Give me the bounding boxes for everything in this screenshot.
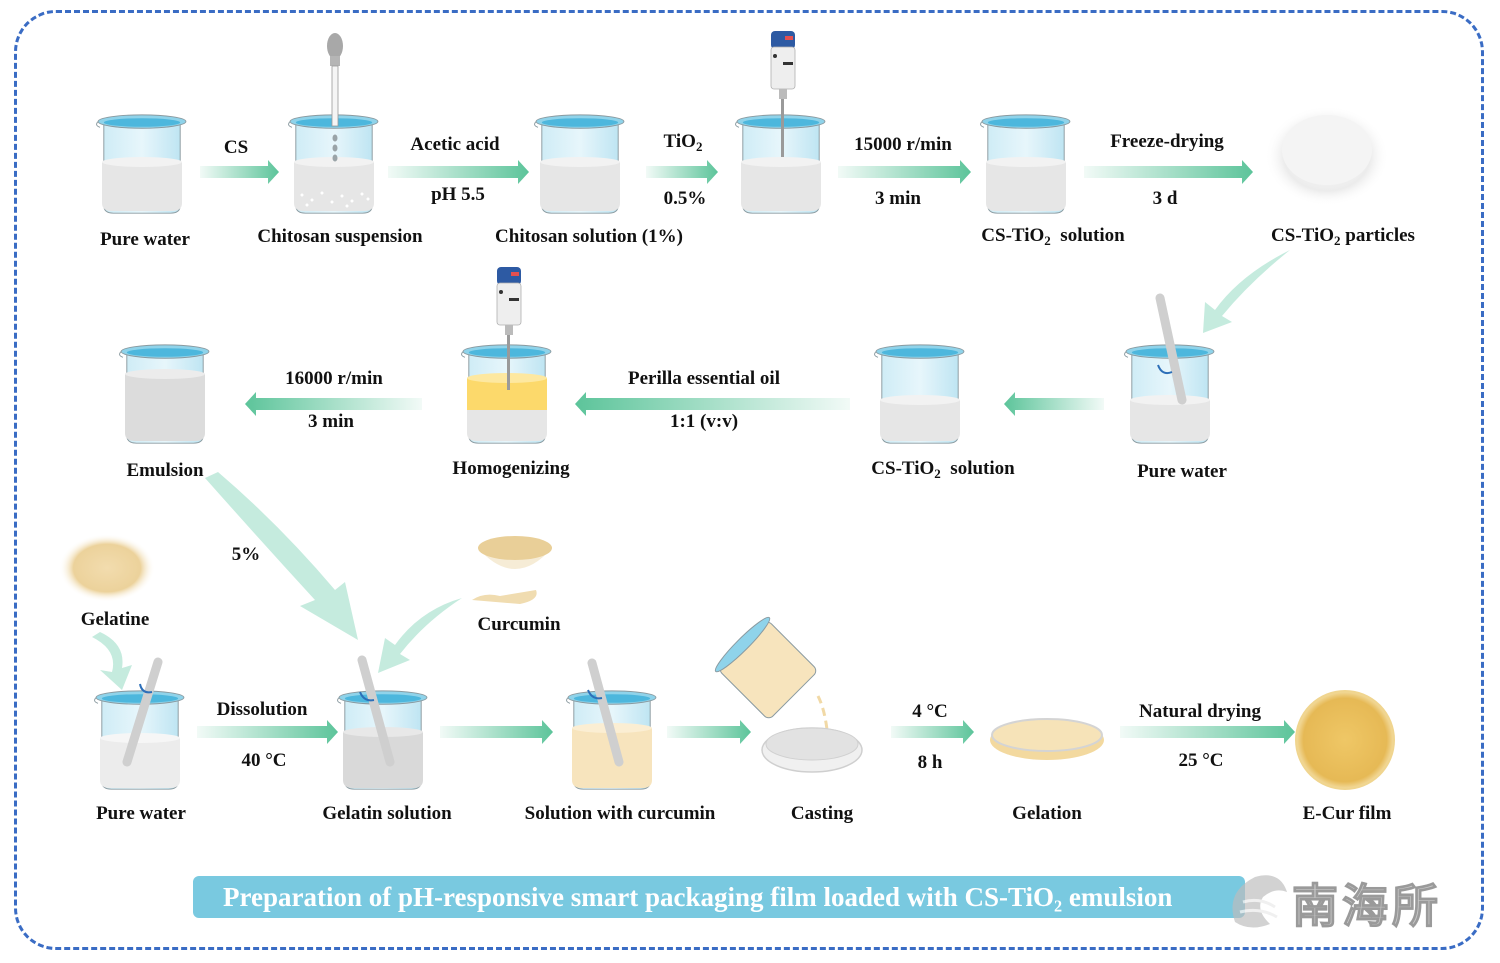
- arrow-r3-4: [891, 720, 974, 744]
- beaker-emulsion: [119, 344, 210, 444]
- arrow-label-ratio: 1:1 (v:v): [669, 411, 739, 432]
- arrow-label-tio2: TiO2: [663, 131, 703, 154]
- arrow-label-ph: pH 5.5: [431, 184, 485, 205]
- step-label-cs-tio2-particles: CS-TiO2 particles: [1271, 225, 1415, 248]
- arrow-label-speed-16000: 16000 r/min: [285, 368, 383, 389]
- input-label-emulsion-percent: 5%: [231, 544, 261, 565]
- cs-tio2-powder-icon: [1265, 106, 1389, 206]
- arrow-r1-2: [388, 160, 529, 184]
- arrow-r3-2: [440, 720, 553, 744]
- watermark-text: 南海所: [1291, 878, 1442, 933]
- casting-pouring-beaker-icon: [714, 616, 830, 741]
- gelatine-powder-icon: [59, 534, 155, 602]
- homogenizer-icon-2: [496, 267, 522, 390]
- arrow-r2-3: [245, 392, 422, 416]
- step-label-gelatin-solution: Gelatin solution: [322, 803, 452, 824]
- arrow-label-tio2-percent: 0.5%: [663, 188, 707, 209]
- beaker-homogenizing: [461, 344, 552, 444]
- step-label-chitosan-suspension: Chitosan suspension: [257, 226, 423, 247]
- input-label-gelatine: Gelatine: [80, 609, 150, 630]
- arrow-r1-5: [1084, 160, 1253, 184]
- homogenizer-icon: [770, 31, 796, 157]
- dropper-icon: [327, 33, 343, 162]
- watermark-logo-icon: [1232, 875, 1287, 928]
- step-label-pure-water-2: Pure water: [1137, 461, 1227, 482]
- step-label-e-cur-film: E-Cur film: [1302, 803, 1392, 824]
- curcumin-bowl-icon: [472, 536, 552, 604]
- curved-arrow-particles-to-water: [1203, 250, 1290, 333]
- curved-arrow-gelatine-to-water: [92, 632, 132, 690]
- input-label-curcumin: Curcumin: [477, 614, 561, 635]
- step-label-casting: Casting: [790, 803, 854, 824]
- beaker-chitosan-solution: [534, 114, 625, 214]
- arrow-label-speed-15000: 15000 r/min: [854, 134, 952, 155]
- arrow-label-4c: 4 °C: [912, 701, 948, 722]
- title-banner: Preparation of pH-responsive smart packa…: [193, 876, 1245, 918]
- dashed-frame: [14, 10, 1484, 950]
- beaker-cs-tio2-solution-1: [980, 114, 1071, 214]
- arrow-r1-3: [646, 160, 718, 184]
- beaker-solution-with-curcumin: [566, 658, 657, 790]
- arrow-r3-5: [1120, 720, 1295, 744]
- petri-dish-gelation-icon: [990, 718, 1104, 760]
- beaker-gelatin-solution: [337, 655, 428, 790]
- step-label-pure-water: Pure water: [100, 229, 190, 250]
- arrow-label-40c: 40 °C: [241, 750, 287, 771]
- petri-dish-casting-icon: [761, 727, 863, 773]
- arrow-label-perilla-oil: Perilla essential oil: [628, 368, 780, 389]
- step-label-gelation: Gelation: [1012, 803, 1082, 824]
- arrow-r3-3: [667, 720, 751, 744]
- arrow-r2-2: [575, 392, 850, 416]
- beaker-chitosan-suspension: [288, 114, 379, 214]
- beaker-pure-water-1: [96, 114, 187, 214]
- step-label-pure-water-3: Pure water: [96, 803, 186, 824]
- step-label-chitosan-solution: Chitosan solution (1%): [495, 226, 683, 247]
- arrow-label-8h: 8 h: [917, 752, 943, 773]
- arrow-label-natural-drying: Natural drying: [1139, 701, 1261, 722]
- curved-arrow-emulsion-to-gelatin: [205, 472, 358, 640]
- arrow-label-3d: 3 d: [1152, 188, 1178, 209]
- curved-arrow-curcumin-to-gelatin: [378, 598, 462, 673]
- step-label-cs-tio2-solution: CS-TiO2 solution: [981, 225, 1125, 248]
- arrow-label-freeze-drying: Freeze-drying: [1110, 131, 1224, 152]
- step-label-emulsion: Emulsion: [126, 460, 204, 481]
- arrow-label-25c: 25 °C: [1178, 750, 1224, 771]
- beaker-tio2-mixing: [735, 114, 826, 214]
- step-label-solution-with-curcumin: Solution with curcumin: [524, 803, 716, 824]
- arrow-r3-1: [197, 720, 338, 744]
- arrow-label-acetic-acid: Acetic acid: [410, 134, 500, 155]
- arrow-r2-1: [1004, 392, 1104, 416]
- beaker-pure-water-2: [1124, 293, 1215, 444]
- arrow-r1-1: [200, 160, 279, 184]
- e-cur-film-icon: [1295, 690, 1395, 790]
- arrow-label-dissolution: Dissolution: [216, 699, 308, 720]
- beaker-cs-tio2-solution-2: [874, 344, 965, 444]
- arrow-label-time-3min-1: 3 min: [875, 188, 921, 209]
- arrow-r1-4: [838, 160, 971, 184]
- step-label-cs-tio2-solution-2: CS-TiO2 solution: [871, 458, 1015, 481]
- arrow-label-cs: CS: [223, 137, 249, 158]
- beaker-pure-water-3: [94, 657, 185, 790]
- arrow-label-time-3min-2: 3 min: [308, 411, 354, 432]
- step-label-homogenizing: Homogenizing: [452, 458, 570, 479]
